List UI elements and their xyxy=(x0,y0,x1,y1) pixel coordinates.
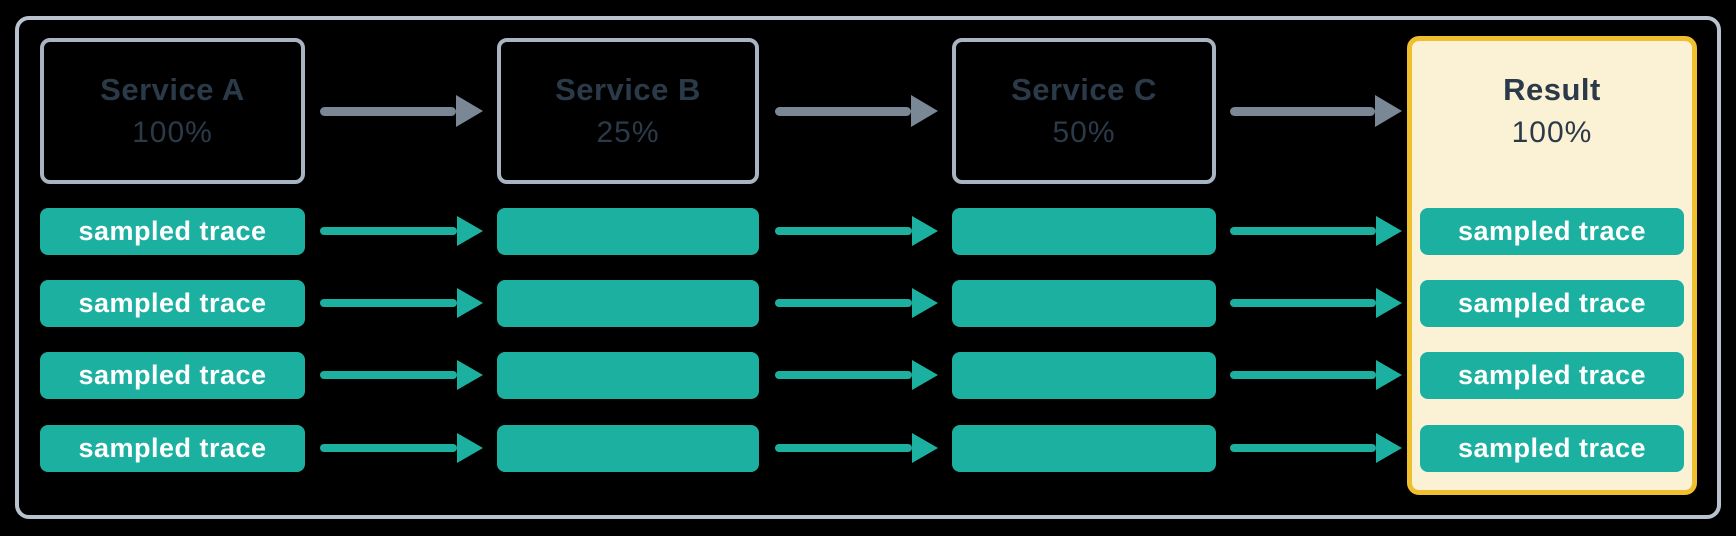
trace-bar-a-2: sampled trace xyxy=(40,280,305,327)
trace-bar-b-1 xyxy=(497,208,759,255)
result-box xyxy=(1407,36,1697,495)
service-b-title: Service B xyxy=(555,72,701,108)
service-b-box: Service B 25% xyxy=(497,38,759,184)
trace-bar-c-4 xyxy=(952,425,1216,472)
arrow-right-icon xyxy=(1230,288,1402,318)
service-c-box: Service C 50% xyxy=(952,38,1216,184)
result-rate: 100% xyxy=(1511,115,1593,149)
service-a-title: Service A xyxy=(100,72,245,108)
service-c-title: Service C xyxy=(1011,72,1157,108)
service-c-rate: 50% xyxy=(1052,115,1116,149)
trace-bar-result-4: sampled trace xyxy=(1420,425,1684,472)
arrow-right-icon xyxy=(320,216,483,246)
trace-bar-a-1: sampled trace xyxy=(40,208,305,255)
arrow-right-icon xyxy=(775,360,938,390)
arrow-right-icon xyxy=(320,433,483,463)
trace-bar-c-1 xyxy=(952,208,1216,255)
service-a-box: Service A 100% xyxy=(40,38,305,184)
arrow-right-icon xyxy=(1230,95,1402,127)
trace-bar-b-2 xyxy=(497,280,759,327)
arrow-right-icon xyxy=(1230,433,1402,463)
service-b-rate: 25% xyxy=(596,115,660,149)
result-header: Result 100% xyxy=(1407,38,1697,184)
arrow-right-icon xyxy=(320,360,483,390)
diagram-frame xyxy=(15,16,1721,519)
arrow-right-icon xyxy=(775,216,938,246)
trace-bar-result-3: sampled trace xyxy=(1420,352,1684,399)
trace-bar-a-4: sampled trace xyxy=(40,425,305,472)
trace-bar-c-2 xyxy=(952,280,1216,327)
arrow-right-icon xyxy=(1230,360,1402,390)
service-a-rate: 100% xyxy=(132,115,213,149)
arrow-right-icon xyxy=(775,288,938,318)
trace-bar-b-4 xyxy=(497,425,759,472)
trace-bar-b-3 xyxy=(497,352,759,399)
trace-bar-result-2: sampled trace xyxy=(1420,280,1684,327)
arrow-right-icon xyxy=(1230,216,1402,246)
trace-bar-a-3: sampled trace xyxy=(40,352,305,399)
result-title: Result xyxy=(1503,72,1601,108)
arrow-right-icon xyxy=(775,95,938,127)
arrow-right-icon xyxy=(320,95,483,127)
trace-bar-result-1: sampled trace xyxy=(1420,208,1684,255)
arrow-right-icon xyxy=(320,288,483,318)
arrow-right-icon xyxy=(775,433,938,463)
trace-bar-c-3 xyxy=(952,352,1216,399)
